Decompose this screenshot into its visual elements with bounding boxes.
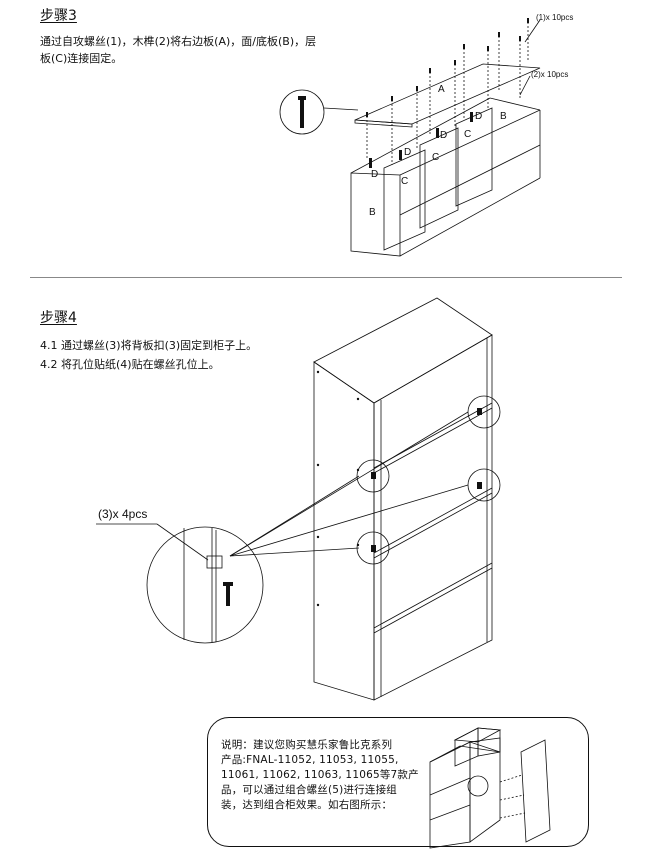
detail-circle-4 bbox=[356, 531, 390, 565]
label-c3: C bbox=[464, 129, 472, 140]
label-b1: B bbox=[369, 207, 376, 218]
label-c1: C bbox=[401, 176, 409, 187]
note-line-2: 产品:FNAL-11052, 11053, 11055, bbox=[221, 754, 399, 766]
step3-screw-detail bbox=[279, 89, 325, 135]
detail-circle-3 bbox=[467, 468, 501, 502]
section-divider bbox=[30, 277, 622, 278]
label-b2: B bbox=[500, 111, 507, 122]
label-d1: D bbox=[371, 169, 379, 180]
divider-c1 bbox=[383, 149, 426, 251]
step4-item2: 4.2 将孔位贴纸(4)贴在螺丝孔位上。 bbox=[40, 358, 220, 371]
step4-item1: 4.1 通过螺丝(3)将背板扣(3)固定到柜子上。 bbox=[40, 339, 258, 352]
step3-title: 步骤3 bbox=[40, 8, 77, 24]
cabinet-top bbox=[313, 297, 493, 404]
step3-screw-callout: (1)x 10pcs bbox=[536, 13, 574, 22]
cabinet-side bbox=[313, 361, 375, 701]
label-d3: D bbox=[440, 130, 448, 141]
step3-desc-line1: 通过自攻螺丝(1)，木榫(2)将右边板(A)，面/底板(B)，层 bbox=[40, 35, 317, 48]
step3-dowel-callout: (2)x 10pcs bbox=[531, 70, 569, 79]
note-line-3: 11061, 11062, 11063, 11065等7款产 bbox=[221, 769, 419, 781]
label-d2: D bbox=[404, 147, 412, 158]
top-panel-a bbox=[354, 63, 541, 125]
label-a: A bbox=[438, 84, 445, 95]
step4-magnifier bbox=[146, 526, 264, 644]
cabinet-front bbox=[373, 334, 493, 701]
note-line-4: 品，可以通过组合螺丝(5)进行连接组 bbox=[221, 784, 397, 796]
divider-c2 bbox=[419, 127, 459, 229]
note-line-5: 装，达到组合柜效果。如右图所示： bbox=[221, 799, 393, 811]
detail-circle-2 bbox=[356, 459, 390, 493]
label-c2: C bbox=[432, 152, 440, 163]
divider-c3 bbox=[455, 107, 493, 207]
step4-title: 步骤4 bbox=[40, 310, 77, 326]
note-line-1: 说明：建议您购买慧乐家鲁比克系列 bbox=[221, 739, 393, 751]
combination-note-text: 说明：建议您购买慧乐家鲁比克系列 产品:FNAL-11052, 11053, 1… bbox=[221, 738, 441, 813]
detail-circle-1 bbox=[467, 395, 501, 429]
step3-description: 通过自攻螺丝(1)，木榫(2)将右边板(A)，面/底板(B)，层 板(C)连接固… bbox=[40, 33, 370, 67]
label-d4: D bbox=[475, 111, 483, 122]
step3-desc-line2: 板(C)连接固定。 bbox=[40, 52, 123, 65]
step4-callout: (3)x 4pcs bbox=[98, 507, 148, 521]
